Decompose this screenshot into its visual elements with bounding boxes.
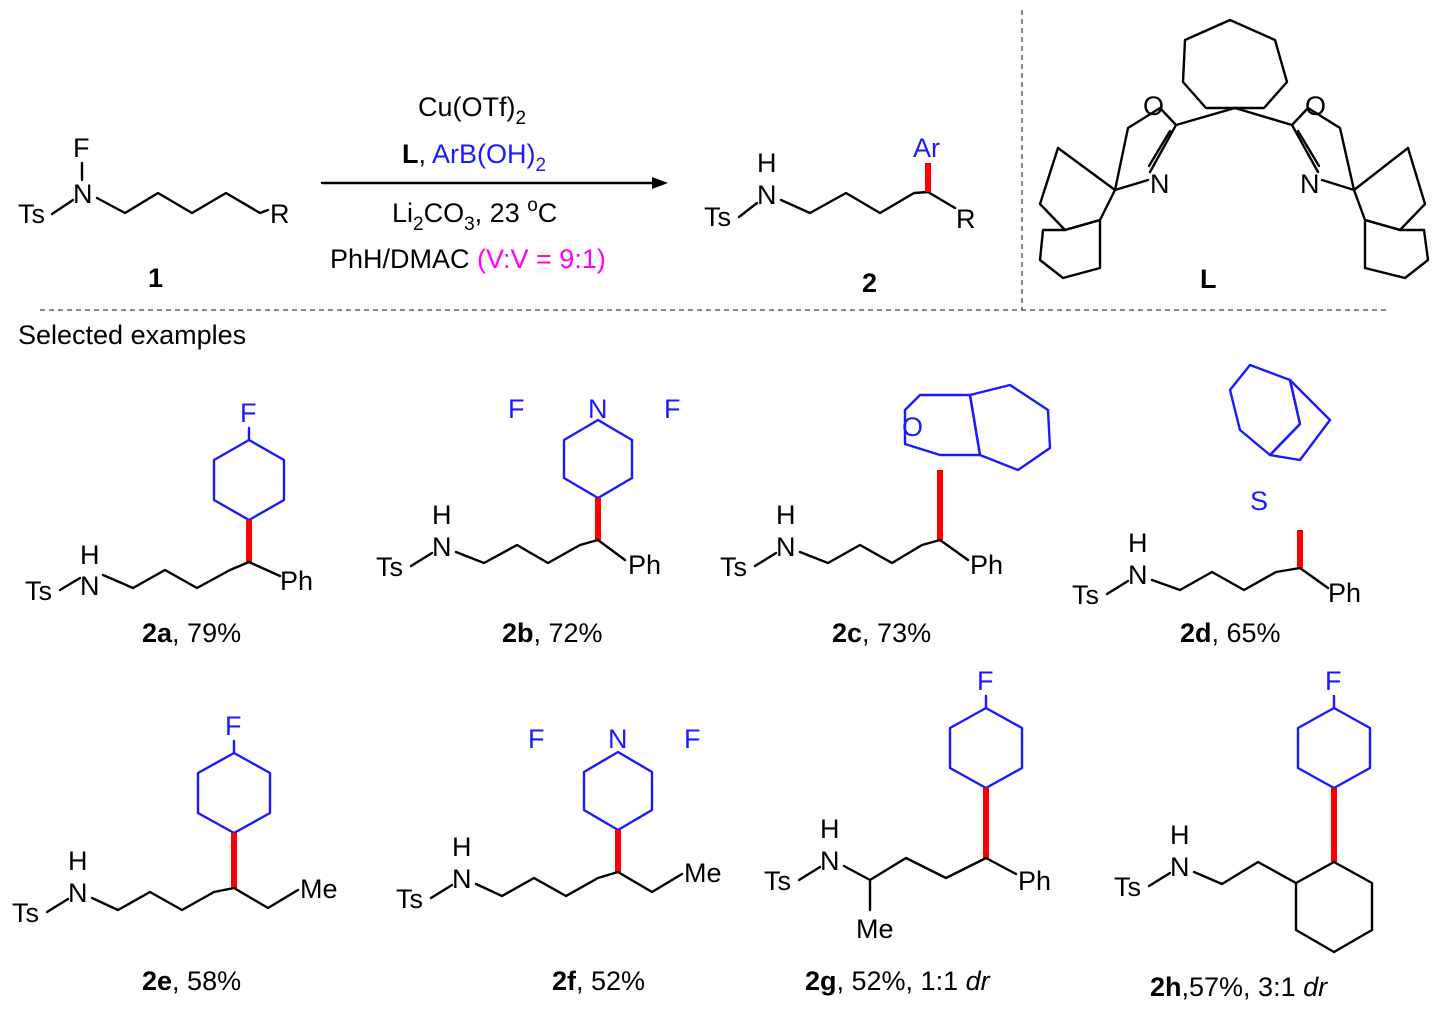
atom-n: N [820,846,840,876]
atom-n: N [1170,852,1190,882]
aryl-group: Ar [913,133,940,163]
atom-f: F [73,133,90,163]
section-title: Selected examples [18,320,246,350]
example-label: 2g, 52%, 1:1 dr [805,966,991,996]
ligand-atom-o: O [1143,91,1164,121]
tosyl-group: Ts [396,884,423,914]
tosyl-group: Ts [25,576,52,606]
atom-n: N [73,179,93,209]
solvent-system: PhH/DMAC (V:V = 9:1) [330,244,606,274]
phenyl-group: Ph [970,550,1003,580]
atom-nh-h: H [68,846,88,876]
compound-2-label: 2 [862,268,877,298]
atom-n: N [432,532,452,562]
atom-nh-h: H [1170,820,1190,850]
compound-1-label: 1 [148,263,163,293]
r-group: R [270,199,290,229]
ligand-label: L [1200,264,1217,294]
phenyl-group: Ph [628,550,661,580]
reaction-conditions: Cu(OTf)2 L, ArB(OH)2 Li2CO3, 23 oC PhH/D… [320,92,668,274]
product-2: H N Ts R Ar 2 [704,133,976,298]
tosyl-group: Ts [12,898,39,928]
atom-n: N [757,180,777,210]
methyl-group: Me [856,914,894,944]
example-2g: F H N Ts Me Ph 2g, 52%, 1:1 dr [764,666,1051,996]
atom-n: N [588,394,608,424]
atom-o: O [902,412,923,442]
atom-f: F [240,398,257,428]
ligand-and-boronic-acid: L, ArB(OH)2 [402,139,546,176]
base-and-temperature: Li2CO3, 23 oC [392,195,557,235]
tosyl-group: Ts [704,202,731,232]
example-label: 2a, 79% [142,618,241,648]
example-2c: O H N Ts Ph 2c, 73% [720,383,1052,648]
atom-n: N [452,864,472,894]
example-label: 2h,57%, 3:1 dr [1150,972,1328,1002]
r-group: R [956,204,976,234]
atom-f: F [684,724,701,754]
example-2d: S H N Ts Ph 2d, 65% [1072,363,1361,648]
atom-f: F [664,394,681,424]
phenyl-group: Ph [280,566,313,596]
copper-catalyst: Cu(OTf)2 [418,92,526,129]
atom-f: F [528,724,545,754]
atom-n: N [608,724,628,754]
tosyl-group: Ts [764,866,791,896]
atom-f: F [508,394,525,424]
atom-f: F [1325,666,1342,696]
example-label: 2b, 72% [502,618,603,648]
tosyl-group: Ts [1114,872,1141,902]
atom-f: F [977,666,994,696]
phenyl-group: Ph [1018,866,1051,896]
ligand-atom-n: N [1150,169,1170,199]
ligand-atom-n: N [1300,169,1320,199]
example-2b: F N F H N Ts Ph 2b, 72% [376,394,681,648]
atom-nh-h: H [757,148,777,178]
methyl-group: Me [300,874,338,904]
example-2e: F H N Ts Me 2e, 58% [12,711,338,996]
phenyl-group: Ph [1328,578,1361,608]
starting-material-1: F N Ts R 1 [18,133,290,293]
tosyl-group: Ts [1072,580,1099,610]
atom-f: F [225,711,242,741]
atom-n: N [1128,560,1148,590]
atom-n: N [776,532,796,562]
example-2a: F H N Ts Ph 2a, 79% [25,398,313,648]
tosyl-group: Ts [18,199,45,229]
atom-n: N [80,571,100,601]
example-label: 2e, 58% [142,966,241,996]
atom-nh-h: H [80,540,100,570]
example-label: 2f, 52% [552,966,645,996]
ligand-atom-o: O [1305,91,1326,121]
example-2f: F N F H N Ts Me 2f, 52% [396,724,722,996]
ligand-structure: N O N O L [1038,18,1430,294]
tosyl-group: Ts [720,552,747,582]
tosyl-group: Ts [376,552,403,582]
atom-s: S [1250,486,1268,516]
example-label: 2d, 65% [1180,618,1281,648]
example-2h: F H N Ts 2h,57%, 3:1 dr [1114,666,1374,1002]
atom-nh-h: H [432,500,452,530]
atom-nh-h: H [1128,528,1148,558]
atom-n: N [68,878,88,908]
example-label: 2c, 73% [832,618,931,648]
atom-nh-h: H [452,832,472,862]
methyl-group: Me [684,858,722,888]
atom-nh-h: H [820,814,840,844]
atom-nh-h: H [776,500,796,530]
